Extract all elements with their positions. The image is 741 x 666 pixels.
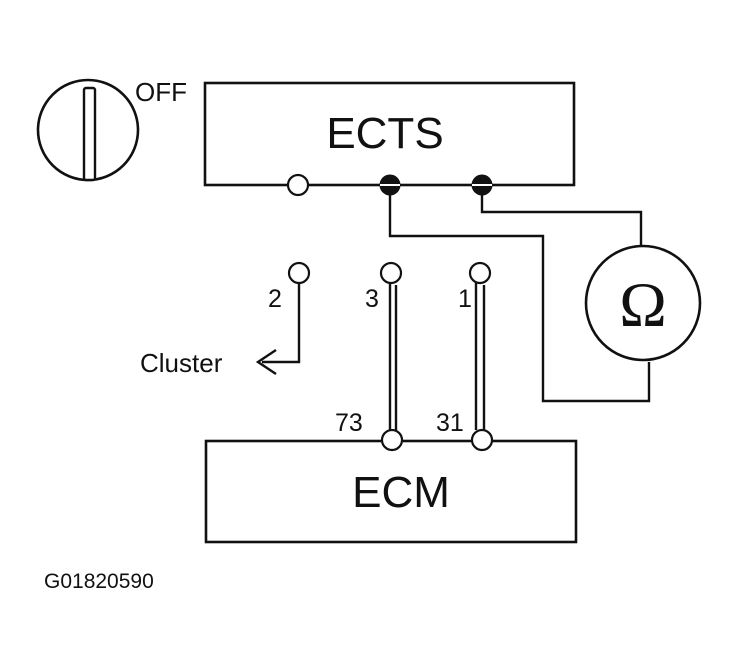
wire-ects-to-ohmmeter-high	[480, 185, 643, 245]
ects-label: ECTS	[326, 109, 443, 158]
connector-pin-2-label: 2	[268, 285, 282, 313]
ecm-pin-73-label: 73	[335, 409, 363, 437]
ecm-pin-31-label: 31	[436, 409, 464, 437]
ecm-box	[204, 439, 578, 544]
wiring	[255, 185, 651, 430]
ects-box	[203, 81, 576, 187]
ects-pin-probed-1	[379, 174, 401, 196]
ecm-label: ECM	[352, 468, 450, 517]
figure-code: G01820590	[44, 570, 154, 593]
ects-pin-open	[286, 173, 310, 197]
wire-pin2-to-cluster	[262, 283, 301, 364]
ecm-pin-73	[380, 428, 404, 452]
ignition-off-label: OFF	[135, 77, 187, 107]
connector-pin-1-label: 1	[458, 285, 472, 313]
cluster-label: Cluster	[140, 348, 223, 378]
ecm-pin-31	[470, 428, 494, 452]
connector-pin-2	[287, 261, 311, 285]
ignition-switch	[36, 78, 140, 182]
cluster-arrow-icon	[255, 349, 277, 375]
ignition-key-slot	[82, 86, 97, 182]
connector-pin-3	[379, 261, 403, 285]
ects-pin-probed-2	[471, 174, 493, 196]
wire-ects-to-ohmmeter-low	[388, 185, 651, 403]
ohm-icon: Ω	[619, 269, 667, 340]
connector-pin-3-label: 3	[365, 285, 379, 313]
connector-pin-1	[468, 261, 492, 285]
ohmmeter	[584, 244, 702, 362]
